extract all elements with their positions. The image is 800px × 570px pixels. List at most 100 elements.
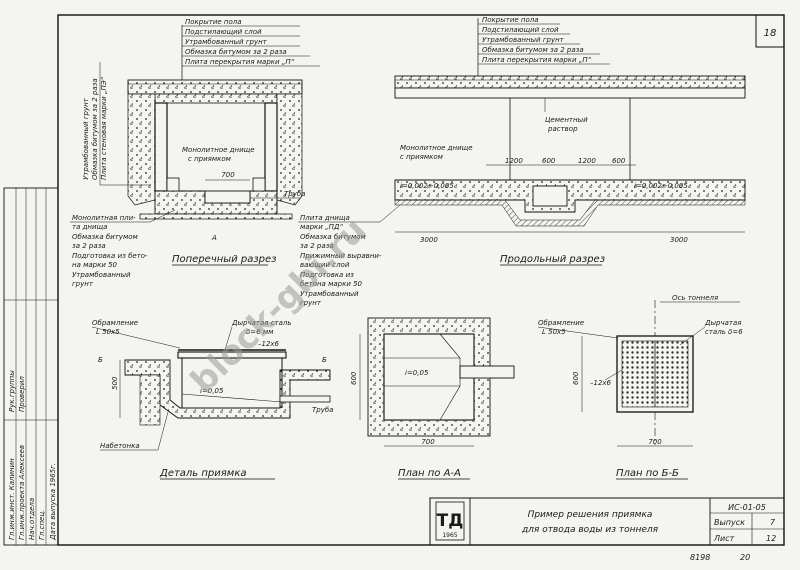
stamp-row-5: Проверил: [18, 376, 26, 412]
long-bottom-labels: Плита днища марки „ПД“ Обмазка битумом з…: [298, 204, 401, 307]
cross-bottom-7: грунт: [72, 280, 94, 288]
cross-caption: Поперечный разрез: [172, 254, 276, 265]
long-inner-label-1: Монолитное днище: [400, 144, 473, 152]
detail-pipe: Труба: [312, 406, 333, 414]
cross-bottom-6: Утрамбованный: [72, 271, 131, 279]
sheet-label: Лист: [713, 534, 735, 543]
cross-pipe-label: Труба: [284, 190, 305, 198]
cross-side-0: Утрамбованный грунт: [82, 97, 90, 180]
detail-framing-1: Обрамление: [92, 319, 138, 327]
cross-marker-a: А: [211, 234, 217, 242]
stamp-row-6: Дата выпуска 1965г.: [49, 463, 57, 541]
long-layer-2: Утрамбованный грунт: [482, 36, 565, 44]
stamp-row-2: Нач.отдела: [28, 498, 36, 540]
cross-inner-label-2: с приямком: [188, 155, 232, 163]
plan-a-dim-v: 600: [350, 371, 358, 385]
logo-year: 1965: [442, 532, 457, 539]
cross-layer-0: Покрытие пола: [185, 18, 242, 26]
cross-layer-labels: Покрытие пола Подстилающий слой Утрамбов…: [181, 18, 320, 80]
long-bottom-5: вающий слой: [300, 261, 350, 269]
cross-side-labels: Утрамбованный грунт Обмазка битумом за 2…: [82, 76, 108, 180]
plan-b-dim-v: 600: [572, 371, 580, 385]
td-logo: [435, 501, 465, 541]
cross-bottom-5: на марки 50: [72, 261, 118, 269]
detail-caption: Деталь приямка: [159, 468, 247, 479]
long-layer-0: Покрытие пола: [482, 16, 539, 24]
logo-main: ТД: [437, 511, 464, 531]
plan-b-axis: Ось тоннеля: [672, 294, 718, 302]
cross-bottom-1: та днища: [72, 223, 107, 231]
long-layer-4: Плита перекрытия марки „П“: [482, 56, 592, 64]
title-line-2: для отвода воды из тоннеля: [521, 525, 659, 535]
cross-section: Покрытие пола Подстилающий слой Утрамбов…: [70, 18, 320, 288]
long-slope-left: i=0,002÷0,005: [400, 182, 454, 190]
title-block: ТД 1965 Пример решения приямка для отвод…: [429, 497, 785, 562]
long-dim-0: 1200: [505, 157, 523, 165]
left-stamp: Гл.инж.инст. Калинин Гл.инж.проекта Алек…: [3, 187, 59, 546]
plan-b-dim-h: 700: [648, 438, 662, 446]
long-layer-labels: Покрытие пола Подстилающий слой Утрамбов…: [477, 16, 610, 76]
plan-b: Ось тоннеля Обрамление L 50х5 Дырчатая с…: [537, 294, 743, 480]
long-dim-left: 3000: [420, 236, 438, 244]
plan-b-framing-1: Обрамление: [538, 319, 584, 327]
long-bottom-4: Прижимный выравни-: [300, 252, 382, 260]
cross-layer-4: Плита перекрытия марки „П“: [185, 58, 295, 66]
detail-perforated: Дырчатая сталь: [231, 319, 291, 327]
long-dim-2: 1200: [578, 157, 596, 165]
stamp-row-3: Гл.спец.: [38, 510, 46, 540]
cross-bottom-labels: Монолитная пли- та днища Обмазка битумом…: [70, 209, 176, 288]
cross-bottom-3: за 2 раза: [72, 242, 106, 250]
plan-a-dim-h: 700: [421, 438, 435, 446]
title-line-1: Пример решения приямка: [528, 510, 653, 520]
detail-mark-b-right: Б: [322, 356, 327, 364]
sheet-value: 12: [766, 534, 776, 543]
long-cement-label-2: раствор: [547, 125, 578, 133]
detail-section: i=0,05 500 Обрамление L 50х5 Дырчатая ст…: [91, 319, 333, 480]
stamp-row-4: Рук.группы: [8, 370, 16, 412]
long-caption: Продольный разрез: [500, 254, 605, 265]
long-inner-label-2: с приямком: [400, 153, 444, 161]
cross-side-1: Обмазка битумом за 2 раза: [91, 78, 99, 180]
doc-code: ИС-01-05: [728, 503, 766, 512]
plan-b-plate: –12х6: [590, 379, 612, 387]
cross-layer-2: Утрамбованный грунт: [185, 38, 268, 46]
stamp-row-0: Гл.инж.инст. Калинин: [8, 458, 16, 540]
footer-2: 20: [740, 553, 750, 562]
cross-bottom-4: Подготовка из бето-: [72, 252, 148, 260]
detail-thickness: δ=6 мм: [246, 328, 274, 336]
sheet-number-box: [755, 14, 785, 48]
long-dim-3: 600: [612, 157, 626, 165]
detail-mark-b-left: Б: [98, 356, 103, 364]
issue-label: Выпуск: [714, 518, 745, 527]
long-dim-1: 600: [542, 157, 556, 165]
cross-layer-3: Обмазка битумом за 2 раза: [185, 48, 287, 56]
detail-dim-500: 500: [111, 376, 119, 390]
long-cement-label: Цементный: [545, 116, 588, 124]
long-bottom-9: грунт: [300, 299, 322, 307]
footer-1: 8198: [690, 553, 710, 562]
detail-plate: –12х6: [258, 340, 280, 348]
sheet-number: 18: [764, 28, 777, 39]
long-bottom-7: бетона марки 50: [300, 280, 363, 288]
long-section: Покрытие пола Подстилающий слой Утрамбов…: [298, 16, 746, 307]
plan-a-slope: i=0,05: [405, 369, 429, 377]
long-bottom-1: марки „ПД“: [300, 223, 343, 231]
long-dim-right: 3000: [670, 236, 688, 244]
cross-dim-700: 700: [221, 171, 235, 179]
long-bottom-3: за 2 раза: [300, 242, 334, 250]
detail-slope: i=0,05: [200, 387, 224, 395]
plan-b-caption: План по Б-Б: [616, 468, 679, 479]
detail-fillet: Набетонка: [100, 442, 140, 450]
plan-b-perforated-1: Дырчатая: [704, 319, 741, 327]
cross-side-2: Плита стеновая марки „ПЭ“: [100, 76, 108, 180]
cross-bottom-2: Обмазка битумом: [72, 233, 139, 241]
detail-framing-2: L 50х5: [96, 328, 120, 336]
issue-value: 7: [770, 518, 776, 527]
plan-b-framing-2: L 50х5: [542, 328, 566, 336]
plan-b-perforated-2: сталь δ=6: [705, 328, 743, 336]
cross-layer-1: Подстилающий слой: [185, 28, 262, 36]
long-bottom-6: Подготовка из: [300, 271, 354, 279]
cross-inner-label-1: Монолитное днище: [182, 146, 255, 154]
long-bottom-2: Обмазка битумом: [300, 233, 367, 241]
